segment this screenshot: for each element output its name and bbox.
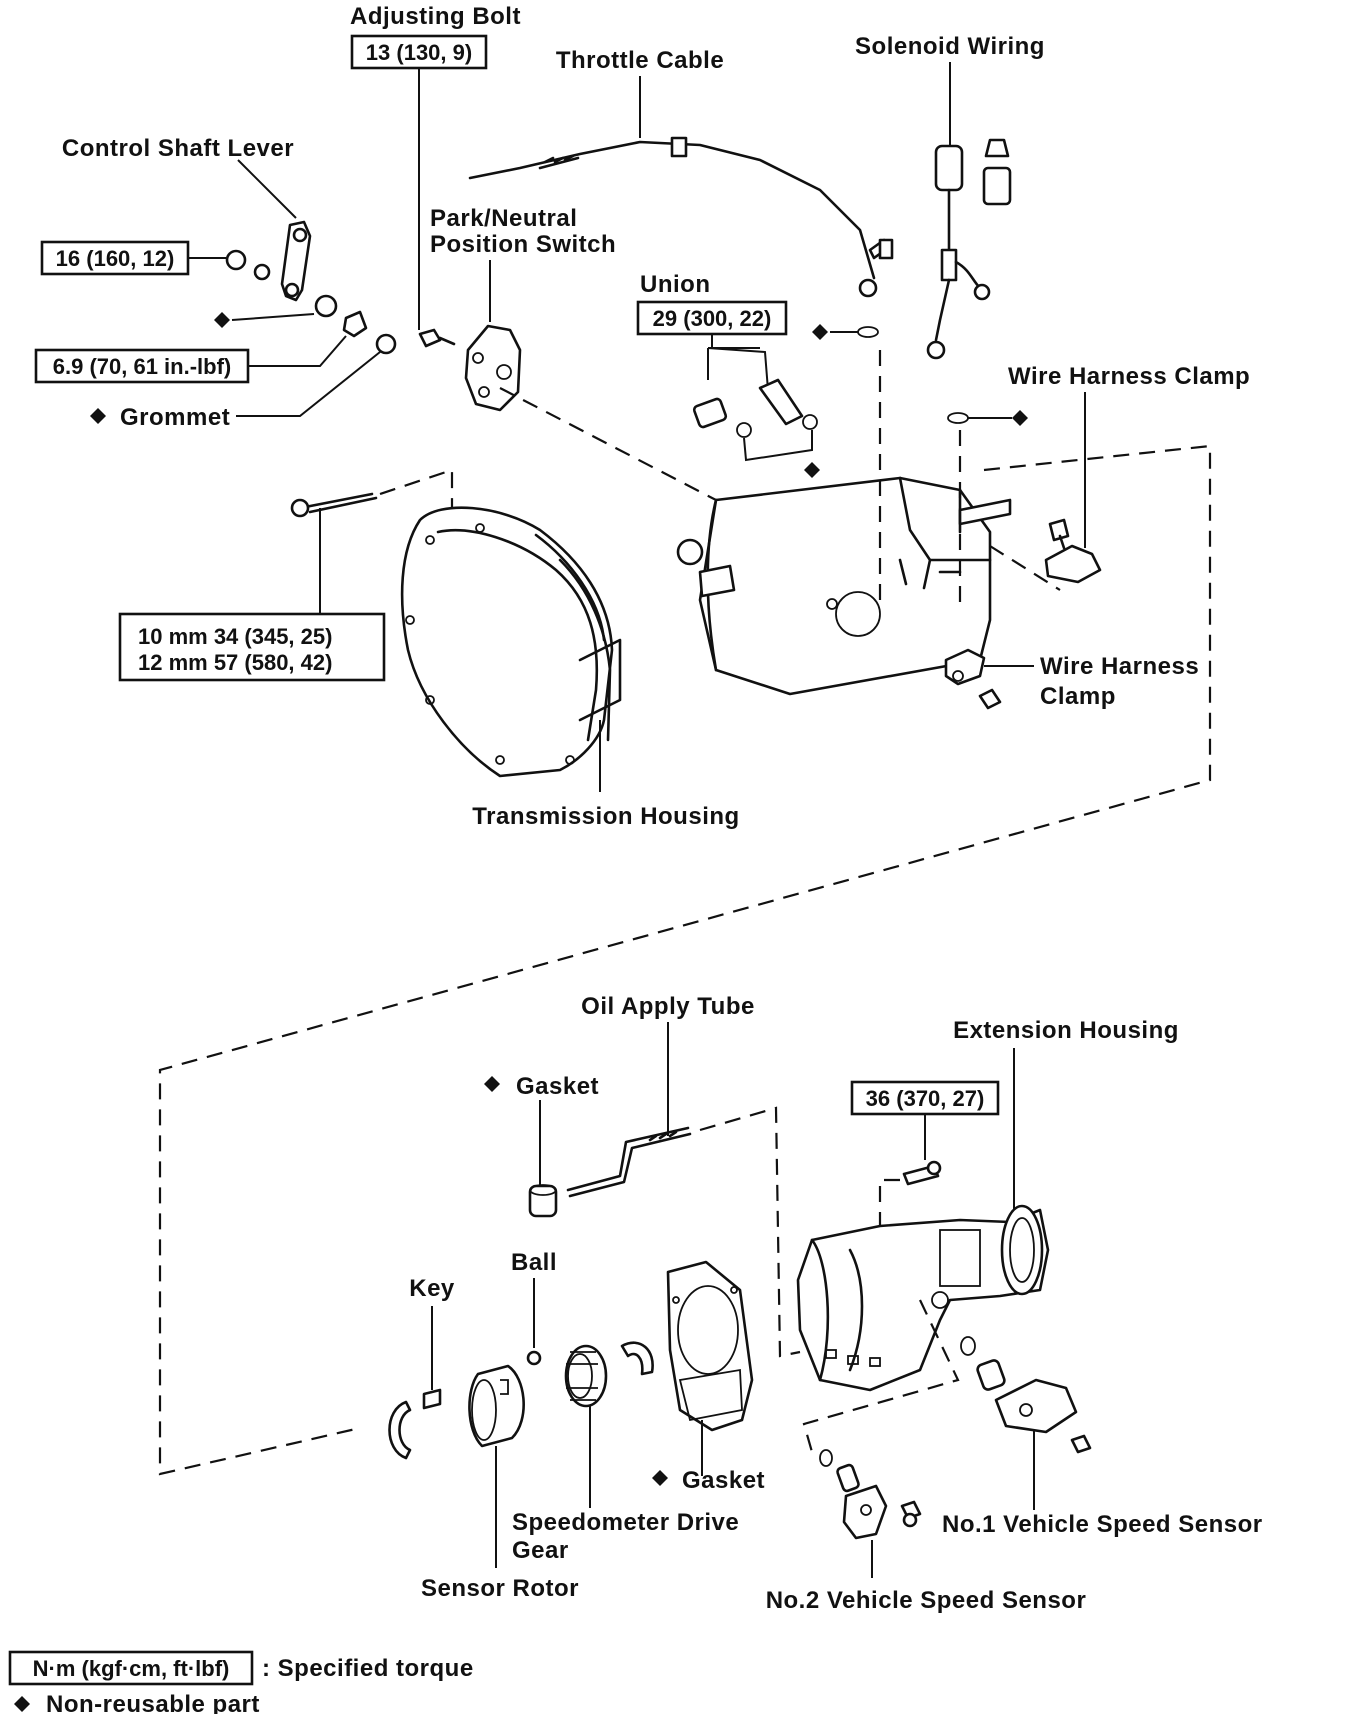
wire-harness-clamp-lower — [944, 648, 1002, 710]
legend-torque-desc: : Specified torque — [262, 1655, 474, 1682]
svg-text:13 (130, 9): 13 (130, 9) — [366, 40, 472, 65]
torque-box-housing: 10 mm 34 (345, 25) 12 mm 57 (580, 42) — [118, 612, 386, 682]
housing-bolt — [290, 492, 378, 518]
label-transmission-housing: Transmission Housing — [472, 803, 739, 830]
label-control-shaft-lever: Control Shaft Lever — [62, 135, 294, 162]
nonreusable-diamond-union — [804, 462, 820, 478]
extension-bolt — [902, 1160, 942, 1186]
svg-text:29 (300, 22): 29 (300, 22) — [653, 306, 772, 331]
label-sensor-rotor: Sensor Rotor — [421, 1575, 579, 1602]
svg-text:12 mm 57 (580, 42): 12 mm 57 (580, 42) — [138, 650, 332, 675]
no1-vehicle-speed-sensor — [976, 1359, 1092, 1454]
ball-part — [526, 1350, 542, 1366]
label-wire-harness-clamp-upper: Wire Harness Clamp — [1008, 363, 1250, 390]
extension-housing-part — [796, 1204, 1050, 1392]
svg-text:16 (160, 12): 16 (160, 12) — [56, 246, 175, 271]
torque-box-switch-nut: 6.9 (70, 61 in.-lbf) — [34, 348, 250, 384]
svg-text:10 mm 34 (345, 25): 10 mm 34 (345, 25) — [138, 624, 332, 649]
label-speedometer-2: Gear — [512, 1537, 569, 1564]
union-fittings — [692, 378, 818, 462]
svg-text:36 (370, 27): 36 (370, 27) — [866, 1086, 985, 1111]
no1-sensor-bolt — [900, 1500, 922, 1528]
control-shaft-lever — [225, 220, 397, 355]
label-wire-harness-clamp-lower-1: Wire Harness — [1040, 653, 1199, 680]
speedometer-drive-gear-part — [564, 1344, 608, 1408]
snap-ring — [388, 1400, 412, 1460]
oil-apply-tube — [566, 1126, 692, 1198]
torque-box-control-shaft: 16 (160, 12) — [40, 240, 190, 276]
label-gasket-lower: Gasket — [682, 1467, 765, 1494]
label-throttle-cable: Throttle Cable — [556, 47, 724, 74]
retaining-ring — [620, 1341, 654, 1376]
label-grommet: Grommet — [120, 404, 230, 431]
legend-torque-box: N·m (kgf·cm, ft·lbf) — [8, 1650, 254, 1686]
transmission-case — [676, 476, 1012, 696]
label-park-neutral-2: Position Switch — [430, 231, 616, 258]
svg-text:6.9 (70, 61 in.-lbf): 6.9 (70, 61 in.-lbf) — [53, 354, 232, 379]
label-adjusting-bolt: Adjusting Bolt — [350, 3, 521, 30]
label-gasket-upper: Gasket — [516, 1073, 599, 1100]
torque-box-extension: 36 (370, 27) — [850, 1080, 1000, 1116]
legend-diamond — [14, 1696, 30, 1712]
sensor-rotor-part — [468, 1364, 525, 1448]
no2-vehicle-speed-sensor — [836, 1463, 888, 1540]
solenoid-wiring — [878, 138, 1012, 360]
label-union: Union — [640, 271, 710, 298]
nonreusable-diamond-gasket-lower — [652, 1470, 668, 1486]
label-extension-housing: Extension Housing — [953, 1017, 1179, 1044]
legend-nonreusable-desc: Non-reusable part — [46, 1691, 260, 1714]
label-no1-vehicle-speed-sensor: No.1 Vehicle Speed Sensor — [942, 1511, 1263, 1538]
nonreusable-diamond-cable — [812, 324, 828, 340]
label-speedometer-1: Speedometer Drive — [512, 1509, 739, 1536]
label-oil-apply-tube: Oil Apply Tube — [581, 993, 755, 1020]
label-solenoid-wiring: Solenoid Wiring — [855, 33, 1045, 60]
gasket-lower-part — [666, 1260, 754, 1432]
label-park-neutral-1: Park/Neutral — [430, 205, 577, 232]
nonreusable-diamond-gasket-upper — [484, 1076, 500, 1092]
label-ball: Ball — [511, 1249, 557, 1276]
nonreusable-diamond-clamp — [1012, 410, 1028, 426]
key-part — [422, 1388, 442, 1410]
label-key: Key — [409, 1275, 455, 1302]
nonreusable-diamond-grommet — [90, 408, 106, 424]
torque-box-union: 29 (300, 22) — [636, 300, 788, 336]
label-no2-vehicle-speed-sensor: No.2 Vehicle Speed Sensor — [766, 1587, 1087, 1614]
gasket-upper-part — [528, 1184, 558, 1218]
label-wire-harness-clamp-lower-2: Clamp — [1040, 683, 1116, 710]
park-neutral-position-switch — [418, 324, 522, 412]
nonreusable-diamond-lever — [214, 312, 230, 328]
torque-box-adjusting-bolt: 13 (130, 9) — [350, 34, 488, 70]
svg-text:N·m (kgf·cm, ft·lbf): N·m (kgf·cm, ft·lbf) — [33, 1656, 230, 1681]
wire-harness-clamp-upper — [1044, 518, 1102, 584]
transmission-housing — [400, 506, 622, 778]
